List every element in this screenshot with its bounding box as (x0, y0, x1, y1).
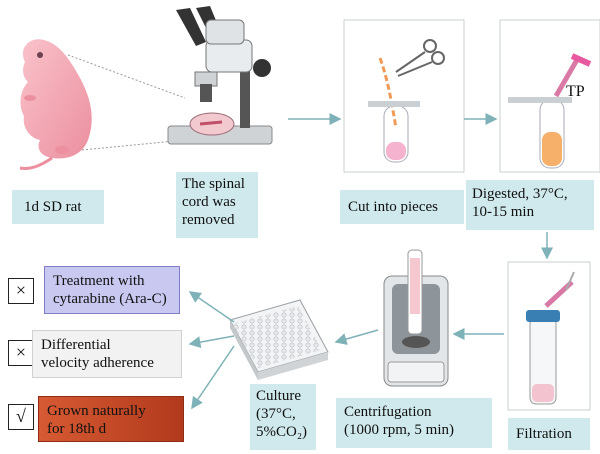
flow-arrows (188, 113, 553, 410)
digest-illustration (508, 53, 592, 169)
well-plate-illustration (229, 299, 329, 380)
step-centrifugation-label: Centrifugation (1000 rpm, 5 min) (336, 398, 492, 448)
option-mark-natural: √ (8, 404, 34, 430)
option-adherence-box: Differential velocity adherence (32, 330, 182, 378)
step-spinal-label: The spinal cord was removed (176, 172, 258, 238)
option-cytarabine-box: Treatment with cytarabine (Ara-C) (44, 266, 180, 314)
option-natural-box: Grown naturally for 18th d (38, 396, 184, 442)
step-cut-label: Cut into pieces (340, 190, 464, 224)
step-rat-label: 1d SD rat (12, 190, 104, 224)
rat-illustration (19, 39, 92, 170)
step-culture-label: Culture (37°C, 5%CO₂) (250, 384, 316, 450)
microscope-illustration (167, 6, 273, 145)
cut-illustration (368, 39, 445, 163)
option-mark-adherence: × (8, 340, 34, 366)
tp-label: TP (566, 83, 585, 100)
option-mark-cytarabine: × (8, 278, 34, 304)
filtration-illustration (526, 271, 575, 405)
centrifuge-illustration (383, 249, 449, 387)
step-digest-label: Digested, 37°C, 10-15 min (466, 180, 594, 230)
step-filtration-label: Filtration (508, 418, 590, 450)
